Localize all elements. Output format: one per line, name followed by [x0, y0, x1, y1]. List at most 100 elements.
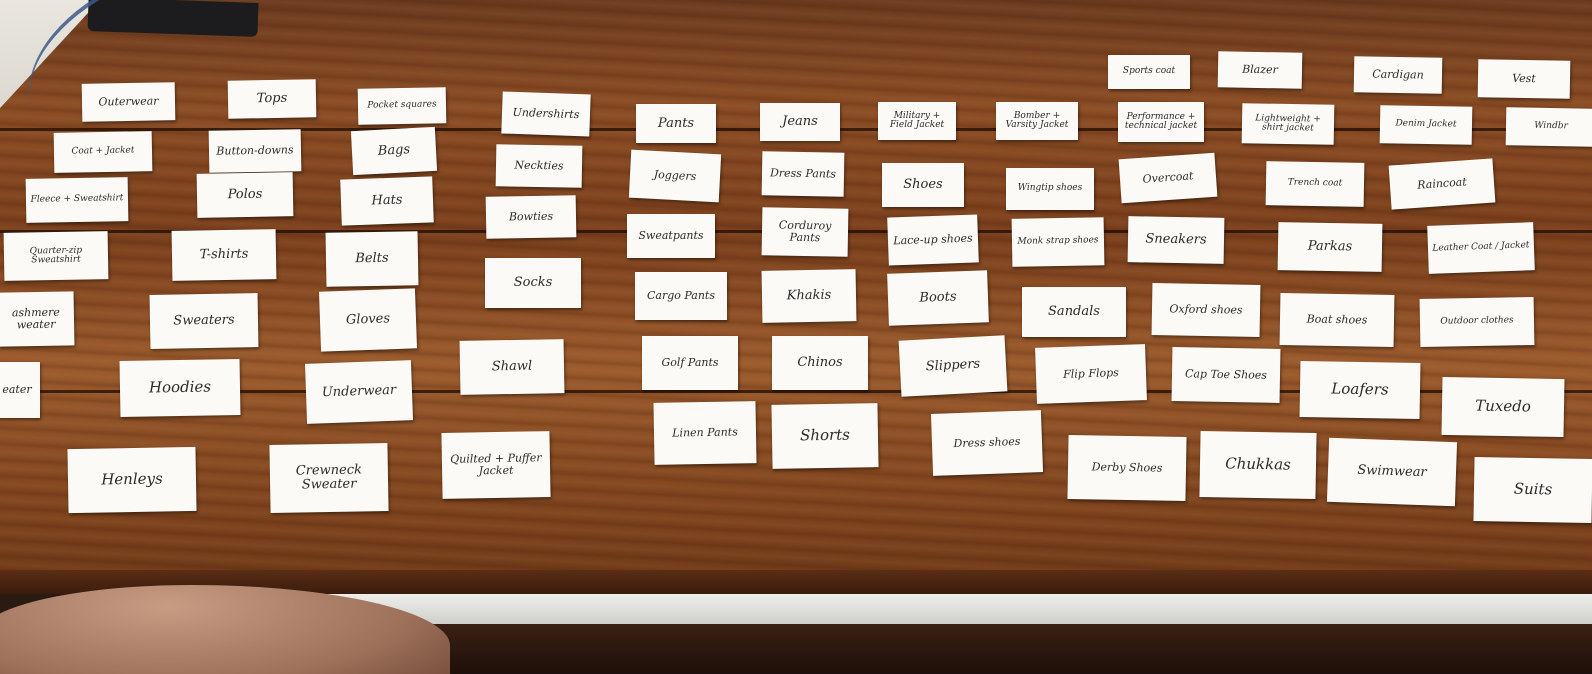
card-cargo-pants: Cargo Pants — [635, 272, 727, 320]
card-label: Pocket squares — [367, 99, 437, 111]
card-label: Loafers — [1331, 379, 1389, 399]
card-bomber-varsity-jacket: Bomber + Varsity Jacket — [996, 102, 1078, 140]
card-label: Shawl — [491, 358, 533, 375]
card-label: Sweaters — [173, 312, 235, 329]
card-label: Parkas — [1307, 238, 1353, 255]
card-label: Suits — [1513, 479, 1553, 499]
card-label: Golf Pants — [661, 356, 719, 370]
card-monk-strap-shoes: Monk strap shoes — [1011, 217, 1105, 267]
card-label: Hoodies — [148, 377, 212, 397]
card-label: Denim Jacket — [1395, 118, 1457, 130]
card-trench-coat: Trench coat — [1265, 161, 1365, 207]
card-hoodies: Hoodies — [119, 358, 241, 418]
card-quilted-puffer-jacket: Quilted + Puffer Jacket — [441, 431, 551, 499]
card-linen-pants: Linen Pants — [653, 401, 757, 465]
card-label: Cap Toe Shoes — [1184, 367, 1268, 382]
card-sweaters: Sweaters — [149, 293, 259, 349]
card-label: Fleece + Sweatshirt — [30, 193, 124, 206]
card-chukkas: Chukkas — [1199, 430, 1317, 500]
card-overcoat: Overcoat — [1118, 152, 1218, 204]
card-suits: Suits — [1473, 456, 1592, 524]
card-label: Crewneck Sweater — [295, 462, 363, 493]
card-label: Bags — [377, 142, 411, 160]
card-joggers: Joggers — [628, 149, 722, 203]
card-label: Quilted + Puffer Jacket — [450, 451, 542, 478]
card-oxford-shoes: Oxford shoes — [1151, 283, 1261, 337]
card-label: Trench coat — [1287, 177, 1343, 189]
card-label: Sweatpants — [638, 229, 704, 243]
card-cap-toe-shoes: Cap Toe Shoes — [1171, 347, 1281, 403]
card-belts: Belts — [325, 231, 419, 287]
card-henleys: Henleys — [67, 446, 197, 514]
card-label: Military + Field Jacket — [889, 110, 945, 130]
card-hats: Hats — [340, 176, 434, 226]
card-label: Boots — [919, 289, 957, 306]
card-jeans: Jeans — [760, 103, 840, 141]
card-label: Dress Pants — [769, 166, 837, 181]
card-pocket-squares: Pocket squares — [357, 87, 447, 125]
card-label: Swimwear — [1357, 462, 1427, 481]
card-label: Lightweight + shirt jacket — [1255, 112, 1321, 134]
card-undershirts: Undershirts — [501, 91, 591, 137]
card-label: Underwear — [321, 382, 397, 401]
card-sneakers: Sneakers — [1127, 216, 1225, 264]
card-leather-coat-jacket: Leather Coat / Jacket — [1427, 222, 1535, 274]
card-vest: Vest — [1477, 59, 1571, 99]
card-outerwear: Outerwear — [81, 82, 176, 122]
card-label: Shorts — [799, 425, 851, 445]
card-label: eater — [2, 383, 32, 397]
card-denim-jacket: Denim Jacket — [1379, 105, 1473, 145]
card-boat-shoes: Boat shoes — [1279, 293, 1395, 347]
card-label: Sports coat — [1122, 66, 1176, 77]
card-khakis: Khakis — [761, 269, 857, 323]
card-label: Belts — [355, 250, 389, 267]
card-gloves: Gloves — [318, 288, 418, 352]
card-label: Cargo Pants — [646, 289, 715, 303]
card-lightweight-shirt-jacket: Lightweight + shirt jacket — [1241, 103, 1335, 145]
card-quarter-zip-sweatshirt: Quarter-zip Sweatshirt — [3, 231, 109, 281]
card-loafers: Loafers — [1299, 360, 1421, 420]
card-label: Leather Coat / Jacket — [1432, 240, 1530, 254]
card-label: Socks — [513, 275, 553, 291]
card-golf-pants: Golf Pants — [642, 336, 738, 390]
plank-seam — [0, 390, 1592, 393]
card-label: Gloves — [345, 311, 391, 328]
card-label: Slippers — [925, 356, 981, 375]
card-raincoat: Raincoat — [1388, 158, 1496, 210]
card-label: Bowties — [508, 209, 554, 224]
card-dress-shoes: Dress shoes — [930, 410, 1044, 476]
card-bags: Bags — [350, 126, 438, 176]
card-label: Outdoor clothes — [1440, 315, 1514, 327]
card-coat-jacket: Coat + Jacket — [53, 131, 153, 173]
card-label: Quarter-zip Sweatshirt — [29, 245, 83, 266]
card-cashmere-sweater: ashmere weater — [0, 291, 75, 347]
card-chinos: Chinos — [772, 336, 868, 390]
card-label: Tops — [256, 90, 288, 107]
card-label: Henleys — [101, 469, 163, 489]
card-pants: Pants — [636, 104, 716, 143]
card-shorts: Shorts — [771, 403, 879, 469]
card-label: T-shirts — [199, 246, 249, 263]
card-windbreaker: Windbr — [1505, 107, 1592, 147]
card-cardigan: Cardigan — [1353, 56, 1443, 94]
card-derby-shoes: Derby Shoes — [1067, 434, 1187, 502]
card-label: Hats — [371, 192, 403, 209]
card-label: Khakis — [786, 287, 832, 304]
card-label: Oxford shoes — [1169, 302, 1243, 317]
card-label: Lace-up shoes — [893, 231, 973, 248]
card-label: Raincoat — [1416, 175, 1468, 192]
card-label: Jeans — [782, 114, 818, 130]
card-label: Undershirts — [512, 106, 580, 122]
card-label: Chinos — [797, 355, 843, 371]
card-label: Pants — [657, 115, 695, 131]
card-label: Coat + Jacket — [71, 145, 135, 157]
card-label: ashmere weater — [11, 306, 61, 332]
card-label: Joggers — [653, 168, 697, 184]
card-weater-partial: eater — [0, 362, 40, 418]
card-label: Overcoat — [1142, 169, 1194, 186]
card-underwear: Underwear — [304, 360, 414, 424]
card-tops: Tops — [227, 79, 317, 119]
card-label: Dress shoes — [953, 435, 1021, 451]
card-t-shirts: T-shirts — [171, 229, 277, 281]
card-corduroy-pants: Corduroy Pants — [761, 207, 849, 257]
